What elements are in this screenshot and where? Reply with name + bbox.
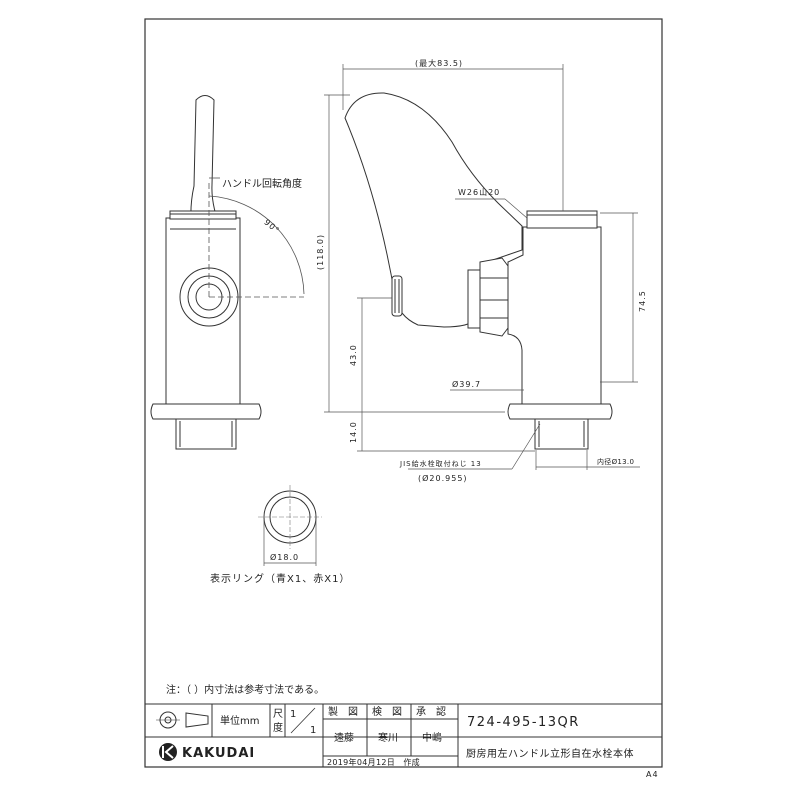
dim-thread: W26山20 <box>458 187 500 197</box>
base-flange <box>150 403 262 420</box>
dimension-lines <box>324 64 640 470</box>
dim-body-height: 74.5 <box>638 290 647 312</box>
grip-knob <box>391 275 403 317</box>
top-cap <box>169 210 237 220</box>
front-base-flange <box>507 403 613 420</box>
kakudai-logo-icon <box>159 743 177 761</box>
rotation-angle-arc <box>208 177 305 298</box>
side-view <box>150 95 262 450</box>
angle-label: 90° <box>262 218 281 236</box>
front-body-outline <box>507 226 602 405</box>
dim-jis-thread: JIS給水栓取付ねじ 13 <box>399 459 482 468</box>
scale-label-2: 度 <box>273 721 283 734</box>
dim-max-width: (最大83.5) <box>415 58 463 68</box>
scale-denominator: 1 <box>310 725 316 736</box>
creation-date: 2019年04月12日 作成 <box>327 757 420 767</box>
dim-jis-dia: (Ø20.955) <box>418 473 468 483</box>
product-name: 厨房用左ハンドル立形自在水栓本体 <box>466 747 634 760</box>
paper-size: A4 <box>646 770 659 779</box>
dim-spout-height: 43.0 <box>349 344 358 366</box>
title-block <box>144 703 663 768</box>
front-shank <box>534 418 589 450</box>
dim-inner-dia: 内径Ø13.0 <box>597 457 634 466</box>
ring-label: 表示リング（青X1、赤X1） <box>210 572 350 585</box>
dim-shank-height: 14.0 <box>349 421 358 443</box>
reference-note: 注：（ ）内寸法は参考寸法である。 <box>166 683 324 696</box>
name-seizu: 遠藤 <box>334 731 354 744</box>
dim-total-height: (118.0) <box>316 234 325 270</box>
part-number: 724-495-13QR <box>467 715 580 730</box>
col-kenzu: 検 図 <box>372 705 402 718</box>
indicator-ring <box>258 485 322 566</box>
front-top-cap <box>526 210 598 229</box>
front-view <box>344 92 613 450</box>
name-shonin: 中嶋 <box>422 731 442 744</box>
col-seizu: 製 図 <box>328 705 358 718</box>
shank <box>175 418 237 450</box>
rotation-angle-label: ハンドル回転角度 <box>222 177 302 190</box>
dim-ring-dia: Ø18.0 <box>270 552 299 562</box>
unit-label: 単位mm <box>220 714 259 727</box>
scale-label-1: 尺 <box>273 708 283 720</box>
brand-logo-text: KAKUDAI <box>182 746 255 761</box>
hex-nut <box>479 257 509 337</box>
name-kenzu: 寒川 <box>378 731 398 744</box>
projection-symbol-icon <box>156 711 209 729</box>
col-shonin: 承 認 <box>416 705 446 718</box>
dim-base-dia: Ø39.7 <box>452 379 481 389</box>
scale-numerator: 1 <box>290 709 296 720</box>
